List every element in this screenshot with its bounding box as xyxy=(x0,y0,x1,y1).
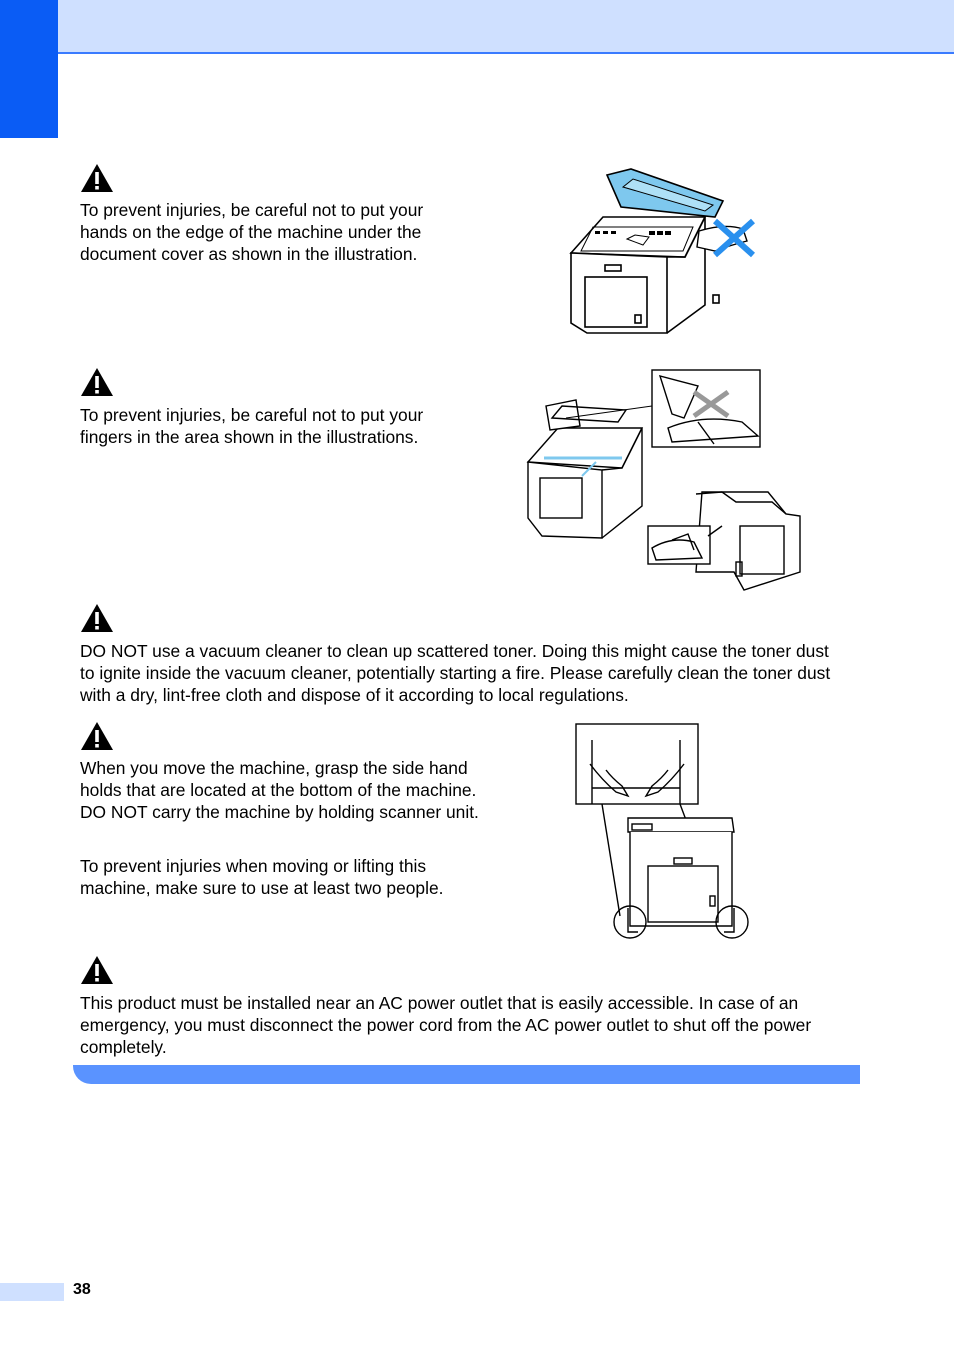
warning-5-text: This product must be installed near an A… xyxy=(80,993,812,1057)
warning-triangle-icon xyxy=(81,722,113,750)
warning-triangle-icon xyxy=(81,956,113,984)
section-end-bar xyxy=(73,1065,860,1084)
carry-machine-illustration xyxy=(575,723,749,939)
warning-triangle-icon xyxy=(81,368,113,396)
warning-3-text: DO NOT use a vacuum cleaner to clean up … xyxy=(80,641,831,705)
page-number-tab xyxy=(0,1283,64,1301)
header-band xyxy=(58,0,954,54)
warning-4-text-2: To prevent injuries when moving or lifti… xyxy=(80,856,444,898)
finger-hazard-illustrations xyxy=(526,369,801,591)
warning-triangle-icon xyxy=(81,164,113,192)
document-cover-illustration xyxy=(569,168,756,334)
warning-1-text: To prevent injuries, be careful not to p… xyxy=(80,200,424,264)
warning-2-text: To prevent injuries, be careful not to p… xyxy=(80,405,424,447)
warning-triangle-icon xyxy=(81,604,113,632)
warning-4-text-1: When you move the machine, grasp the sid… xyxy=(80,758,479,822)
page-number: 38 xyxy=(73,1281,91,1298)
chapter-tab xyxy=(0,0,58,138)
